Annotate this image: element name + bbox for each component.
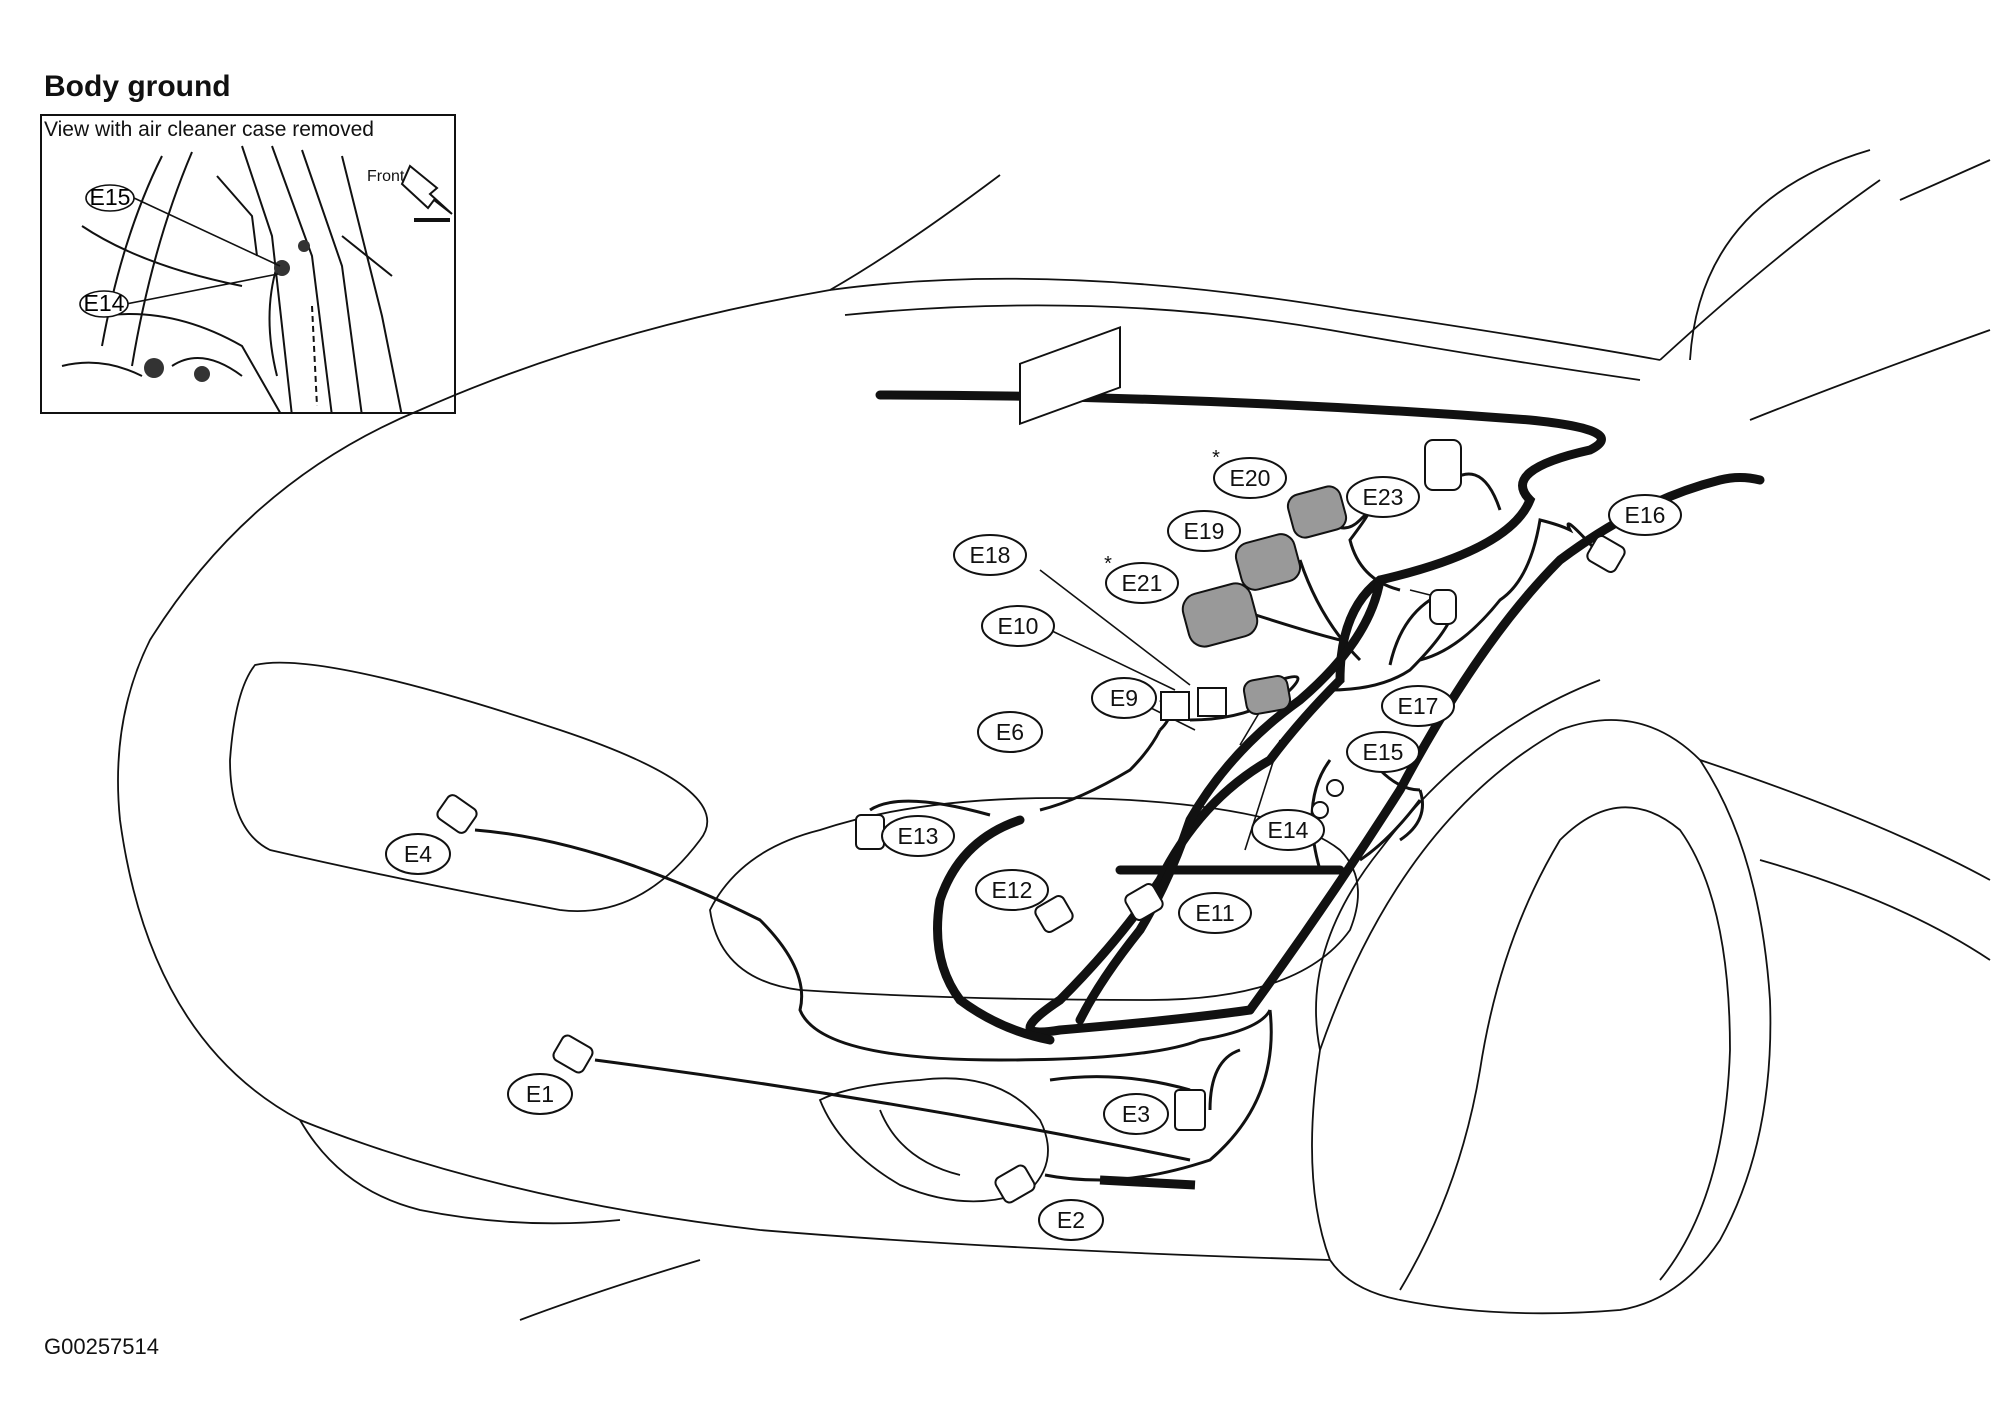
label-e4: E4 — [404, 841, 432, 867]
label-e20: E20 — [1230, 465, 1271, 491]
connector-e14-ring — [1311, 801, 1329, 819]
label-e13: E13 — [898, 823, 939, 849]
connector-e9-block — [1160, 691, 1190, 721]
figure-id: G00257514 — [44, 1334, 159, 1359]
label-e16: E16 — [1625, 502, 1666, 528]
label-e3: E3 — [1122, 1101, 1150, 1127]
inset-label-e15: E15 — [90, 184, 131, 210]
inset-label-e14: E14 — [84, 290, 125, 316]
label-e10: E10 — [998, 613, 1039, 639]
connector-e2-plug — [994, 1164, 1036, 1204]
label-e19: E19 — [1184, 518, 1225, 544]
label-e11: E11 — [1195, 900, 1234, 926]
connector-e20-plug — [1286, 485, 1348, 539]
connector-e18-plug — [1242, 675, 1292, 715]
front-direction-label: Front — [367, 168, 405, 185]
label-e14: E14 — [1268, 817, 1309, 843]
connector-e21-plug — [1181, 582, 1259, 648]
connector-e1-plug — [552, 1034, 594, 1074]
label-e2: E2 — [1057, 1207, 1085, 1233]
connector-e13-plug — [855, 814, 885, 850]
connector-e19-plug — [1234, 533, 1302, 591]
label-e6: E6 — [996, 719, 1024, 745]
label-e17: E17 — [1398, 693, 1439, 719]
inset-view: E15 E14 View with air cleaner case remov… — [40, 114, 456, 414]
label-e23: E23 — [1363, 484, 1404, 510]
connector-e16-plug — [1586, 535, 1626, 573]
main-harness — [875, 390, 1765, 1045]
label-e21: E21 — [1122, 570, 1163, 596]
label-e12: E12 — [992, 877, 1033, 903]
connector-e11-plug — [1124, 883, 1164, 921]
label-e15: E15 — [1363, 739, 1404, 765]
connector-e17-plug — [1429, 589, 1457, 625]
label-e18: E18 — [970, 542, 1011, 568]
connector-e3-plug — [1174, 1089, 1206, 1131]
inset-caption: View with air cleaner case removed — [44, 118, 377, 142]
connector-e4-plug — [436, 794, 478, 834]
star-marker-e20: * — [1212, 447, 1220, 469]
connector-e6-box — [1019, 325, 1121, 426]
label-e9: E9 — [1110, 685, 1138, 711]
connector-e12-plug — [1034, 895, 1074, 933]
diagram-title: Body ground — [44, 70, 231, 103]
label-e1: E1 — [526, 1081, 554, 1107]
connector-e15-ring — [1326, 779, 1344, 797]
star-marker-e21: * — [1104, 553, 1112, 575]
connector-e10-block — [1197, 687, 1227, 717]
inset-drawing: E15 E14 — [61, 145, 453, 412]
car-body-outline — [117, 149, 1991, 1321]
connector-e23-top-plug — [1424, 439, 1462, 491]
